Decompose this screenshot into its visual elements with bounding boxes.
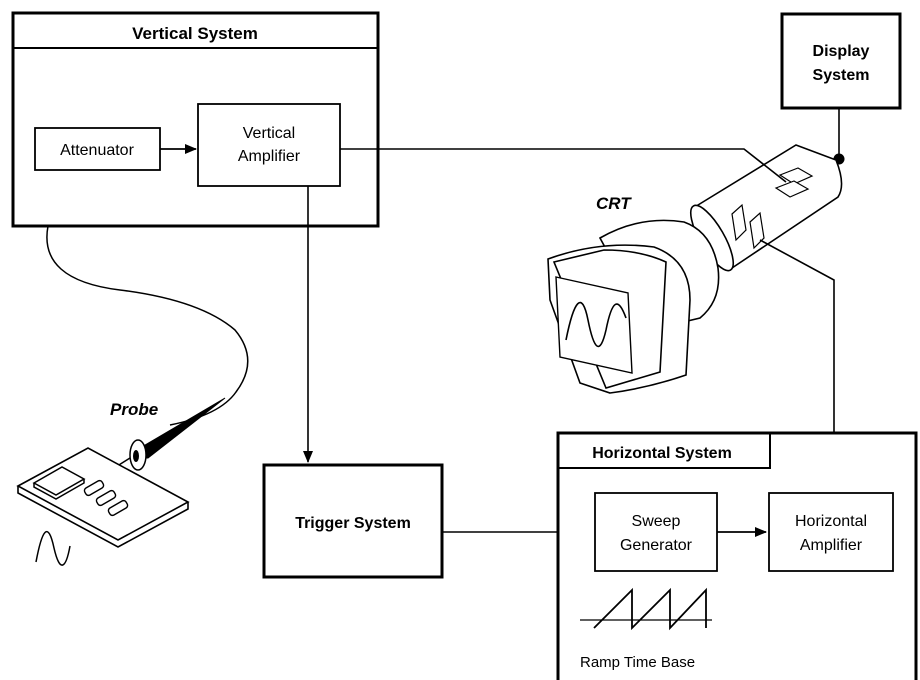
- display-system-line2: System: [813, 67, 870, 84]
- ramp-time-base-label: Ramp Time Base: [580, 654, 695, 671]
- vertical-amplifier-box: [197, 103, 341, 187]
- sweep-generator-line2: Generator: [620, 537, 693, 554]
- attenuator-box: [34, 127, 161, 171]
- sweep-generator-box: [594, 492, 718, 572]
- crt-label: CRT: [596, 194, 632, 213]
- horizontal-signal-line: [759, 239, 835, 492]
- ramp-waveform: [580, 587, 712, 631]
- vertical-system-title: Vertical System: [132, 24, 258, 43]
- attenuator-label: Attenuator: [60, 142, 135, 159]
- horizontal-system-title: Horizontal System: [592, 445, 732, 462]
- horizontal-amplifier-line2: Amplifier: [800, 537, 863, 554]
- display-system-block: Display System: [780, 12, 902, 165]
- horizontal-system-block: Horizontal System Sweep Generator Horizo…: [556, 431, 918, 680]
- horizontal-amplifier-line1: Horizontal: [795, 513, 867, 530]
- vertical-amplifier-line2: Amplifier: [238, 148, 301, 165]
- trigger-system-label: Trigger System: [295, 515, 411, 532]
- display-system-line1: Display: [813, 43, 870, 60]
- crt-tube: [547, 144, 843, 394]
- vertical-amplifier-line1: Vertical: [243, 125, 295, 142]
- probe-label: Probe: [110, 400, 158, 419]
- probe-cable: [46, 225, 249, 426]
- vertical-system-block: Vertical System Attenuator Vertical Ampl…: [11, 11, 380, 228]
- trigger-system-block: Trigger System: [262, 463, 444, 579]
- horizontal-amplifier-box: [768, 492, 894, 572]
- vertical-signal-line: [340, 148, 787, 183]
- probe-assembly: [16, 225, 249, 566]
- sweep-generator-line1: Sweep: [632, 513, 681, 530]
